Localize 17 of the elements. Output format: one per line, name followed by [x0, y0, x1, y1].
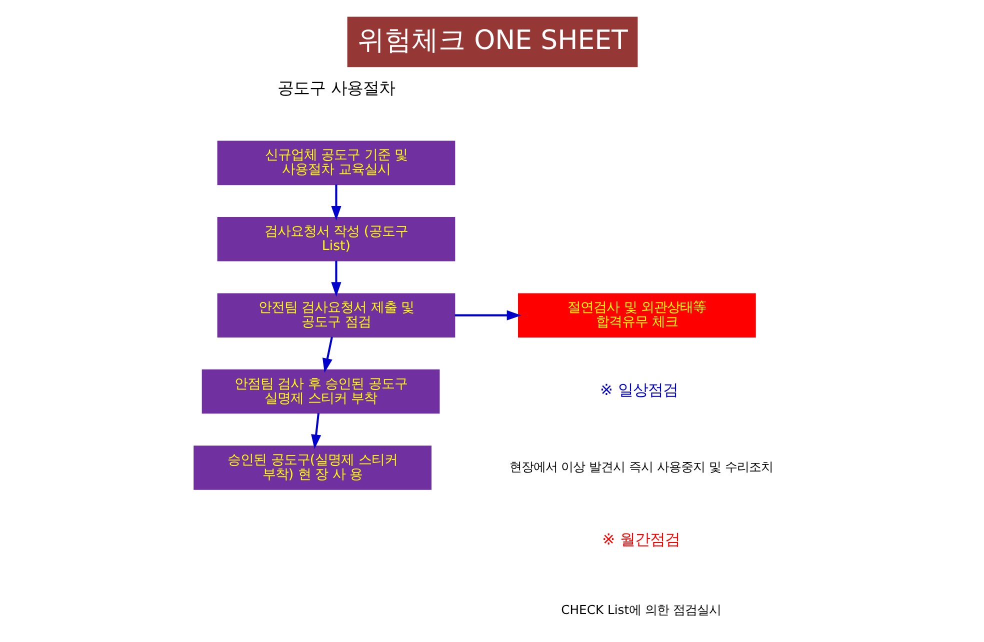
- node-box: 안전팀 검사요청서 제출 및 공도구 점검: [216, 293, 455, 338]
- label: CHECK List에 의한 점검실시: [560, 603, 720, 618]
- node-box: 신규업체 공도구 기준 및 사용절차 교육실시: [216, 140, 455, 186]
- node-box: 승인된 공도구(실명제 스티커 부착) 현 장 사 용: [193, 446, 431, 490]
- node-box: 절연검사 및 외관상태等 합격유무 체크: [517, 293, 756, 338]
- label: ※ 일상점검: [600, 381, 678, 400]
- label: ※ 월간점검: [602, 530, 680, 548]
- arrow: [322, 336, 332, 373]
- node-box: 안점팀 검사 후 승인된 공도구 실명제 스티커 부착: [201, 369, 440, 414]
- label: 현장에서 이상 발견시 즉시 사용중지 및 수리조치: [508, 460, 772, 474]
- label: 공도구 사용절차: [277, 78, 394, 98]
- diagram-title: 위험체크 ONE SHEET: [357, 24, 628, 56]
- arrow: [330, 260, 341, 297]
- arrow: [454, 310, 521, 320]
- arrow: [310, 413, 321, 450]
- node-box: 검사요청서 작성 (공도구 List): [216, 217, 455, 262]
- arrow: [330, 184, 341, 220]
